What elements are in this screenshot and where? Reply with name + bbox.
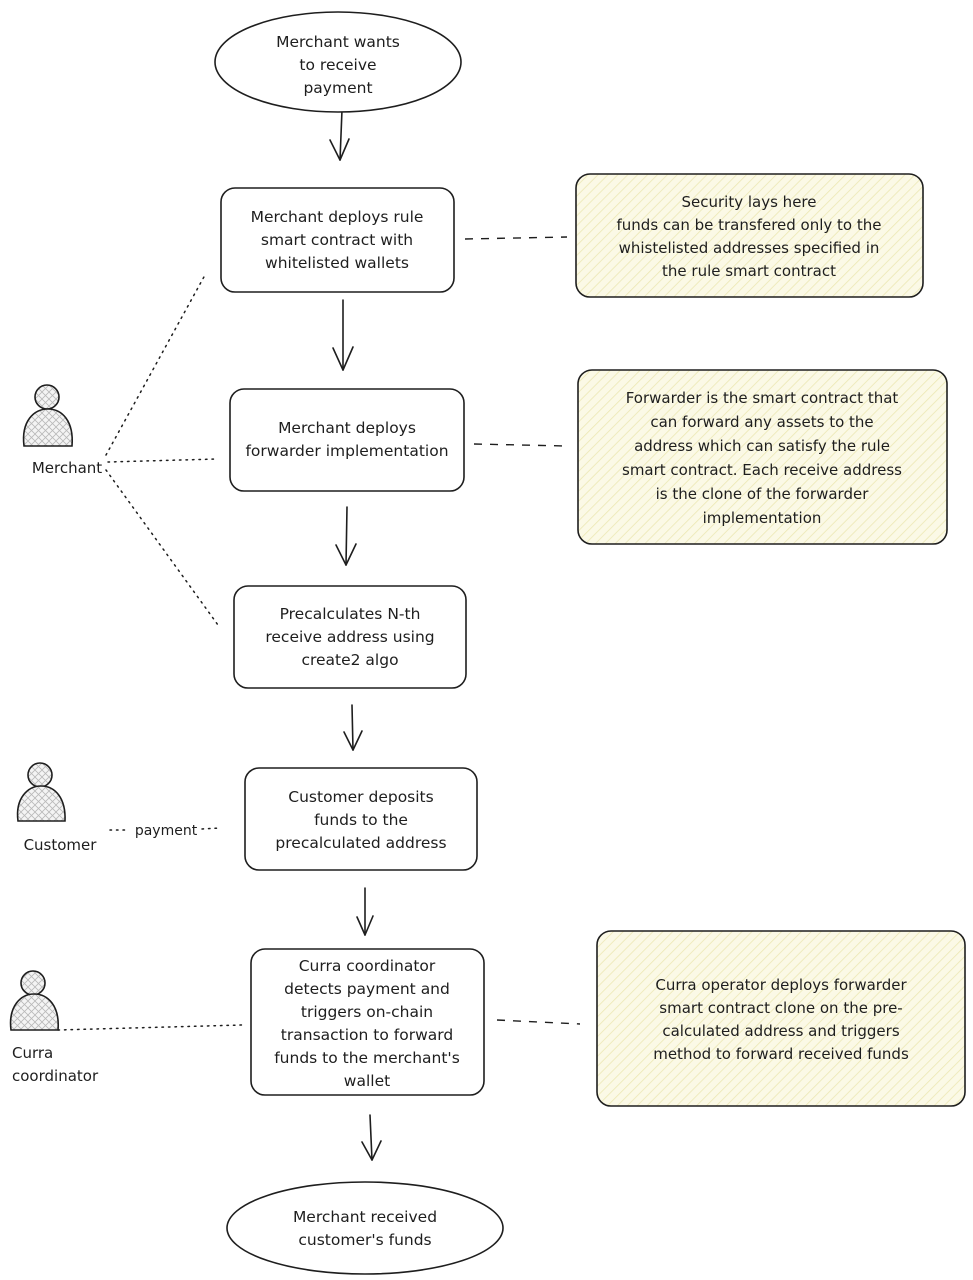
coordinator-label-line-2: coordinator bbox=[12, 1067, 99, 1085]
customer-label: Customer bbox=[24, 836, 98, 854]
connector-deploy-forwarder-to-forwarder-note bbox=[473, 443, 568, 447]
operator-note-line-3: calculated address and triggers bbox=[662, 1022, 899, 1040]
forwarder-note-line-5: is the clone of the forwarder bbox=[656, 485, 870, 503]
coordinator-actor: Curra coordinator bbox=[9, 970, 99, 1085]
actor-connectors bbox=[57, 274, 243, 1031]
deploy-forwarder-line-2: forwarder implementation bbox=[245, 442, 448, 460]
deploy-rule-line-2: smart contract with bbox=[261, 231, 413, 249]
deploy-rule-line-3: whitelisted wallets bbox=[265, 254, 409, 272]
customer-deposit-line-2: funds to the bbox=[314, 811, 408, 829]
security-note-line-3: whistelisted addresses specified in bbox=[619, 239, 880, 257]
precalculate-line-2: receive address using bbox=[265, 628, 434, 646]
operator-note: Curra operator deploys forwarder smart c… bbox=[596, 930, 966, 1107]
security-note-line-4: the rule smart contract bbox=[662, 262, 836, 280]
forwarder-note-line-6: implementation bbox=[703, 509, 822, 527]
operator-note-line-1: Curra operator deploys forwarder bbox=[655, 976, 907, 994]
coordinator-detect-line-6: wallet bbox=[344, 1072, 390, 1090]
forwarder-note-line-4: smart contract. Each receive address bbox=[622, 461, 902, 479]
precalculate-line-1: Precalculates N-th bbox=[280, 605, 421, 623]
coordinator-detect-line-5: funds to the merchant's bbox=[274, 1049, 460, 1067]
deploy-rule-node: Merchant deploys rule smart contract wit… bbox=[220, 187, 455, 293]
customer-payment-connector-right bbox=[201, 827, 221, 830]
flow-arrows bbox=[329, 109, 382, 1161]
arrow-deploy-rule-to-deploy-forwarder bbox=[332, 299, 354, 371]
start-node-line-1: Merchant wants bbox=[276, 33, 400, 51]
start-node-line-2: to receive bbox=[299, 56, 376, 74]
arrow-coordinator-detect-to-end bbox=[361, 1114, 382, 1161]
operator-note-line-4: method to forward received funds bbox=[653, 1045, 909, 1063]
forwarder-note: Forwarder is the smart contract that can… bbox=[577, 369, 948, 545]
end-node-line-2: customer's funds bbox=[298, 1231, 431, 1249]
start-node-line-3: payment bbox=[303, 79, 372, 97]
arrow-precalculate-to-customer-deposit bbox=[343, 704, 363, 751]
customer-actor: Customer bbox=[16, 762, 98, 854]
coordinator-detect-line-1: Curra coordinator bbox=[299, 957, 436, 975]
forwarder-note-line-1: Forwarder is the smart contract that bbox=[626, 389, 899, 407]
end-node-line-1: Merchant received bbox=[293, 1208, 437, 1226]
merchant-to-precalculate-connector bbox=[105, 469, 219, 626]
merchant-label: Merchant bbox=[32, 459, 102, 477]
end-node: Merchant received customer's funds bbox=[226, 1181, 504, 1275]
merchant-to-deploy-forwarder-connector bbox=[107, 458, 219, 463]
forwarder-note-line-2: can forward any assets to the bbox=[650, 413, 873, 431]
arrow-customer-deposit-to-coordinator-detect bbox=[356, 887, 374, 936]
deploy-forwarder-line-1: Merchant deploys bbox=[278, 419, 416, 437]
connector-coordinator-to-operator-note bbox=[496, 1019, 581, 1025]
merchant-actor: Merchant bbox=[22, 384, 102, 477]
connector-deploy-rule-to-security-note bbox=[464, 236, 568, 240]
coordinator-detect-line-2: detects payment and bbox=[284, 980, 450, 998]
note-connectors bbox=[464, 236, 581, 1025]
start-node: Merchant wants to receive payment bbox=[214, 11, 462, 113]
deploy-forwarder-node: Merchant deploys forwarder implementatio… bbox=[229, 388, 465, 492]
deploy-rule-line-1: Merchant deploys rule bbox=[251, 208, 424, 226]
arrow-start-to-deploy-rule bbox=[329, 109, 350, 161]
merchant-to-deploy-rule-connector bbox=[105, 274, 206, 456]
payment-edge-label: payment bbox=[135, 823, 198, 839]
merchant-person-icon bbox=[22, 384, 73, 447]
coordinator-to-detect-connector bbox=[57, 1024, 243, 1031]
customer-deposit-line-3: precalculated address bbox=[275, 834, 446, 852]
coordinator-person-icon bbox=[9, 970, 59, 1031]
precalculate-line-3: create2 algo bbox=[301, 651, 398, 669]
customer-deposit-line-1: Customer deposits bbox=[288, 788, 433, 806]
coordinator-detect-line-4: transaction to forward bbox=[281, 1026, 453, 1044]
security-note: Security lays here funds can be transfer… bbox=[575, 173, 924, 298]
security-note-line-1: Security lays here bbox=[682, 193, 817, 211]
operator-note-line-2: smart contract clone on the pre- bbox=[659, 999, 902, 1017]
customer-person-icon bbox=[16, 762, 66, 822]
arrow-deploy-forwarder-to-precalculate bbox=[335, 506, 357, 566]
forwarder-note-line-3: address which can satisfy the rule bbox=[634, 437, 890, 455]
coordinator-label-line-1: Curra bbox=[12, 1044, 53, 1062]
coordinator-detect-line-3: triggers on-chain bbox=[301, 1003, 433, 1021]
coordinator-detect-node: Curra coordinator detects payment and tr… bbox=[250, 948, 485, 1096]
precalculate-node: Precalculates N-th receive address using… bbox=[233, 585, 467, 689]
customer-deposit-node: Customer deposits funds to the precalcul… bbox=[244, 767, 478, 871]
security-note-line-2: funds can be transfered only to the bbox=[617, 216, 882, 234]
